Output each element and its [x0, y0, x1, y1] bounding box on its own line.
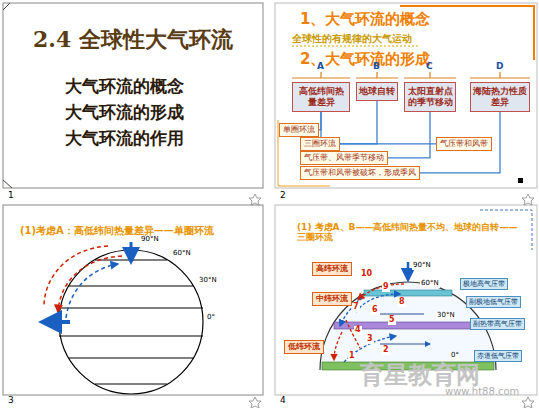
callout-number: 8	[398, 298, 406, 307]
latitude-label: 30°N	[198, 277, 218, 285]
box-text: 高纬环流	[316, 264, 348, 274]
section-heading: 1、大气环流的概念	[300, 11, 430, 28]
callout-number: 3	[366, 335, 374, 344]
callout-number: 7	[352, 303, 360, 312]
slide: (1)考虑A：高低纬间热量差异——单圈环流	[3, 205, 263, 395]
slide-title: (1) 考虑A、B——高低纬间热量不均、地球的自转——三圈环流	[297, 223, 522, 243]
box-text: 极地高气压带	[463, 280, 505, 288]
callout-number: 6	[371, 306, 379, 315]
result-box: 气压带、风带季节移动	[300, 151, 388, 165]
slide: 1、大气环流的概念全球性的有规律的大气运动2、大气环流的形成高低纬间热量差异地球…	[275, 3, 537, 188]
slide-frame	[3, 3, 263, 188]
outline-item: 大气环流的形成	[65, 103, 184, 122]
box-text: 副极地低气压带	[469, 298, 518, 306]
latitude-label: 0°	[450, 352, 460, 360]
factor-box: 太阳直射点的季节移动	[404, 82, 456, 112]
earth-circle	[59, 250, 203, 394]
connector-line	[420, 112, 500, 173]
latitude-label: 0°	[206, 314, 216, 322]
definition-text: 全球性的有规律的大气运动	[292, 33, 412, 44]
box-text: 气压带、风带季节移动	[304, 153, 384, 163]
latitude-label: 60°N	[420, 280, 440, 288]
latitude-label: 90°N	[412, 262, 432, 270]
column-letter: A	[317, 62, 324, 72]
cell-box: 低纬环流	[284, 340, 324, 354]
box-text: 高低纬间热量差异	[295, 86, 347, 108]
latitude-label: 30°N	[436, 312, 456, 320]
callout-number: 10	[360, 270, 373, 279]
connector-line	[340, 143, 436, 144]
box-text: 气压带和风带被破坏，形成季风	[304, 168, 416, 178]
box-text: 气压带和风带	[440, 139, 488, 149]
callout-number: 2	[382, 346, 390, 355]
pressure-belt-box: 副热带高气压带	[470, 318, 525, 330]
result-box: 单圈环流	[279, 123, 319, 137]
slide-title: (1)考虑A：高低纬间热量差异——单圈环流	[20, 225, 214, 236]
slide-frame	[275, 3, 537, 188]
column-letter: C	[426, 62, 433, 72]
result-box: 气压带和风带被破坏，形成季风	[300, 166, 420, 180]
pressure-belt-box: 赤道低气压带	[474, 350, 522, 362]
slide-frame	[275, 205, 537, 395]
result-box: 气压带和风带	[436, 137, 492, 151]
box-text: 太阳直射点的季节移动	[407, 86, 453, 108]
box-text: 赤道低气压带	[477, 352, 519, 360]
cell-box: 高纬环流	[312, 262, 352, 276]
callout-number: 5	[388, 316, 396, 325]
callout-number: 4	[354, 326, 362, 335]
box-text: 低纬环流	[288, 342, 320, 352]
connector-line	[320, 112, 321, 137]
box-text: 三圈环流	[304, 139, 336, 149]
pressure-belt-box: 极地高气压带	[460, 278, 508, 290]
slide-title: 2.4 全球性大气环流	[3, 27, 263, 51]
box-text: 单圈环流	[283, 125, 315, 135]
cell-box: 中纬环流	[312, 292, 352, 306]
connector-line	[388, 112, 430, 158]
slide-frame	[3, 205, 263, 395]
latitude-label: 90°N	[140, 236, 160, 244]
column-letter: B	[373, 62, 380, 72]
outline-item: 大气环流的概念	[65, 77, 184, 96]
latitude-label: 60°N	[172, 250, 192, 258]
factor-box: 地球自转	[356, 82, 398, 101]
box-text: 地球自转	[359, 86, 395, 97]
watermark: www.ht88.com	[445, 386, 519, 397]
factor-box: 高低纬间热量差异	[292, 82, 350, 112]
box-text: 海陆热力性质差异	[473, 86, 527, 108]
pressure-belt-box: 副极地低气压带	[466, 296, 521, 308]
slide-number: 3	[8, 396, 14, 406]
box-text: 中纬环流	[316, 294, 348, 304]
column-letter: D	[496, 62, 503, 72]
result-box: 三圈环流	[300, 137, 340, 151]
watermark: 育星教育网	[360, 362, 480, 388]
slide: 2.4 全球性大气环流大气环流的概念大气环流的形成大气环流的作用	[3, 3, 263, 188]
outline-item: 大气环流的作用	[65, 129, 184, 148]
box-text: 副热带高气压带	[473, 320, 522, 328]
callout-number: 9	[382, 283, 390, 292]
slide-number: 1	[8, 191, 14, 201]
factor-box: 海陆热力性质差异	[470, 82, 530, 112]
slide-number: 2	[280, 191, 286, 201]
callout-number: 1	[348, 352, 356, 361]
slide-number: 4	[280, 396, 286, 406]
